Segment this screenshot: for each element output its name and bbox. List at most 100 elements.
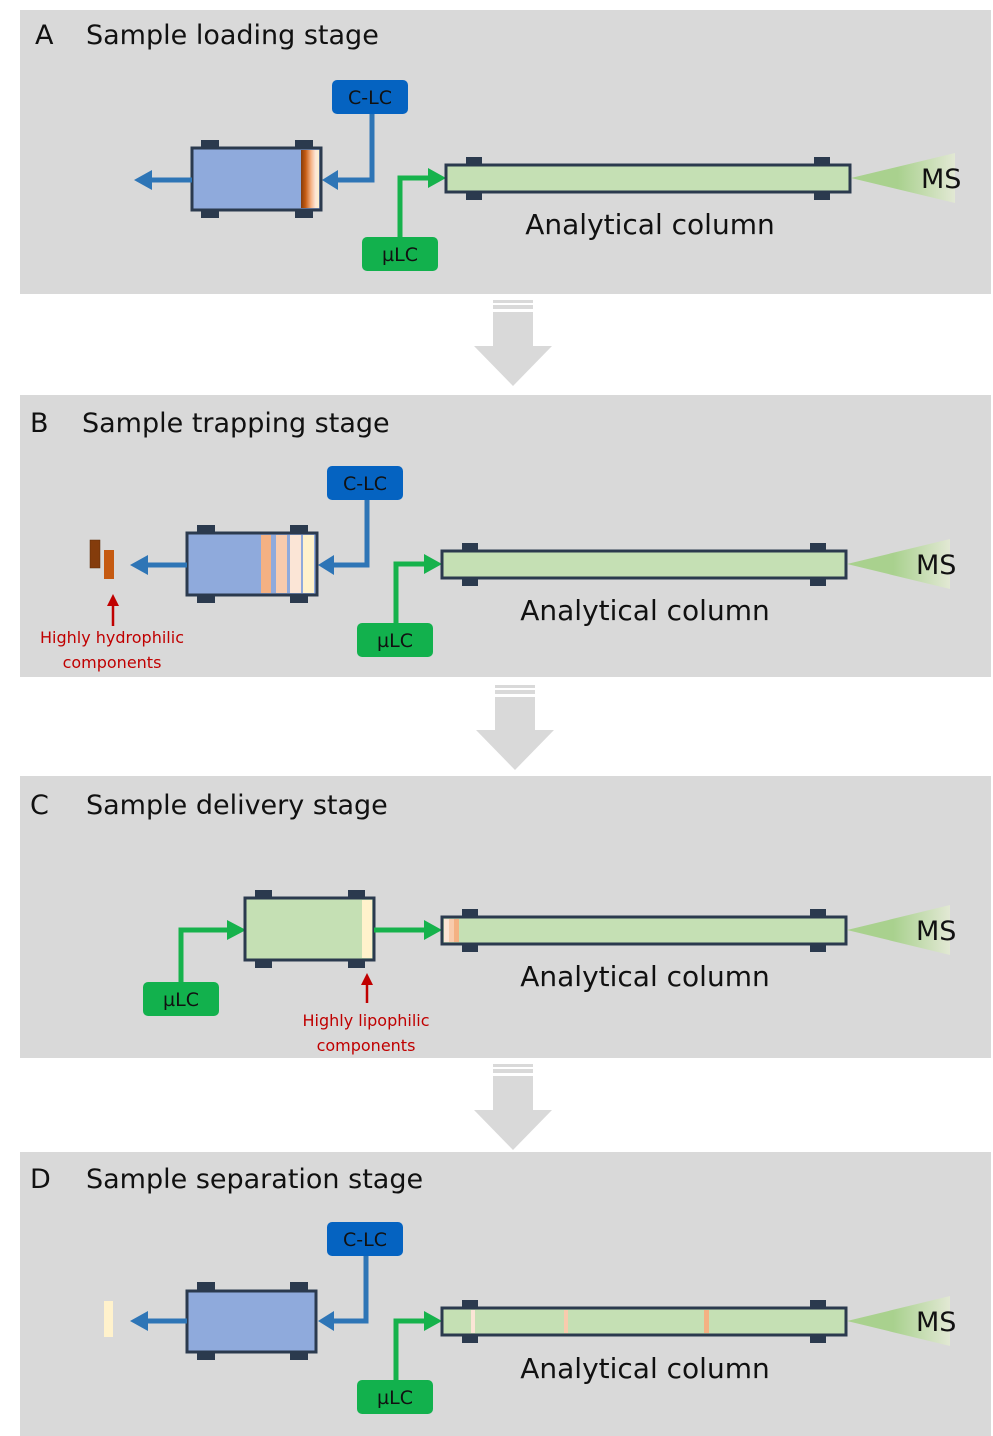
panel-background [20,395,991,677]
ulc-label: µLC [377,630,413,652]
arrow-head-icon [130,555,148,575]
lipophilic-note: Highly lipophilic [302,1011,429,1030]
column-fitting [255,890,272,900]
panel-letter: B [30,408,49,439]
stage-transition-arrow [474,300,552,386]
column-fitting [462,577,478,586]
clc-pump-box [327,466,403,500]
arrow-up-icon [361,973,373,985]
column-fitting [814,157,830,166]
ms-label: MS [921,164,961,195]
column-fitting [810,1300,826,1309]
column-fitting [462,909,478,918]
lipophilic-band [362,900,372,958]
analytical-column [444,163,852,194]
column-fitting [290,1350,308,1360]
ms-label: MS [916,1307,956,1338]
sample-band [564,1310,568,1333]
clc-label: C-LC [343,473,387,495]
sample-band [276,535,287,593]
down-arrow-icon [476,730,554,770]
clc-pump-box [332,80,408,114]
lipophilic-band [104,1301,113,1337]
analytical-column [440,1306,848,1337]
column-fitting [810,543,826,552]
clc-flow-line [330,500,370,568]
sample-band [471,1310,475,1333]
column-fitting [462,1334,478,1343]
arrow-up-icon [107,594,119,606]
panel-title: Sample delivery stage [86,790,388,821]
column-fitting [295,140,313,150]
ulc-label: µLC [163,989,199,1011]
ulc-flow-line [393,1318,426,1380]
hydrophilic-band [89,539,101,569]
clc-label: C-LC [348,87,392,109]
column-fitting [462,943,478,952]
arrow-head-icon [227,920,246,940]
sample-band [261,535,271,593]
column-fitting [810,1334,826,1343]
column-fitting [197,525,215,535]
ms-label: MS [916,550,956,581]
panel-b: B Sample trapping stage C-LC Highly hydr… [20,395,991,677]
panel-c: C Sample delivery stage µLC Highly lipop… [20,776,991,1058]
column-fitting [814,191,830,200]
down-arrow-icon [474,1110,552,1150]
hydrophilic-band [104,550,114,579]
ulc-label: µLC [377,1387,413,1409]
arrow-head-icon [318,1311,334,1331]
ulc-pump-box [143,982,219,1016]
panel-title: Sample loading stage [86,20,379,51]
ulc-pump-box [357,623,433,657]
clc-pump-box [327,1222,403,1256]
panel-background [20,1152,991,1436]
column-fitting [295,208,313,218]
ulc-flow-line [178,927,228,982]
arrow-head-icon [428,168,446,188]
ms-spray-cone [847,1296,950,1346]
panel-title: Sample separation stage [86,1164,423,1195]
analytical-column-label: Analytical column [520,1352,769,1385]
lipophilic-note: components [317,1036,416,1055]
column-fitting [290,525,308,535]
ms-spray-cone [851,153,955,203]
column-fitting [348,890,365,900]
ms-label: MS [916,916,956,947]
arrow-head-icon [424,920,442,940]
arrow-head-icon [424,1311,442,1331]
column-fitting [197,593,215,603]
column-fitting [810,909,826,918]
arrow-head-icon [134,170,152,190]
panel-background [20,10,991,294]
sample-band [303,535,314,593]
ulc-flow-line [393,561,426,623]
column-fitting [197,1350,215,1360]
analytical-column-label: Analytical column [520,594,769,627]
column-fitting [810,943,826,952]
column-fitting [290,1282,308,1292]
column-fitting [201,208,219,218]
clc-flow-line [334,114,375,183]
trap-column [243,896,376,962]
column-fitting [462,543,478,552]
ulc-pump-box [357,1380,433,1414]
stage-transition-arrow [476,685,554,770]
sample-band [444,919,449,942]
panel-title: Sample trapping stage [82,408,390,439]
hydrophilic-note: Highly hydrophilic [40,628,184,647]
arrow-head-icon [424,554,442,574]
ms-spray-cone [847,905,950,955]
clc-flow-line [330,1256,369,1324]
panel-letter: A [35,20,54,51]
column-fitting [255,958,272,968]
sample-band [454,919,459,942]
ms-spray-cone [847,539,950,589]
trap-column [190,146,323,212]
analytical-column [440,549,848,580]
analytical-column-label: Analytical column [520,960,769,993]
clc-label: C-LC [343,1229,387,1251]
hydrophilic-note: components [63,653,162,672]
panel-letter: C [30,790,49,821]
